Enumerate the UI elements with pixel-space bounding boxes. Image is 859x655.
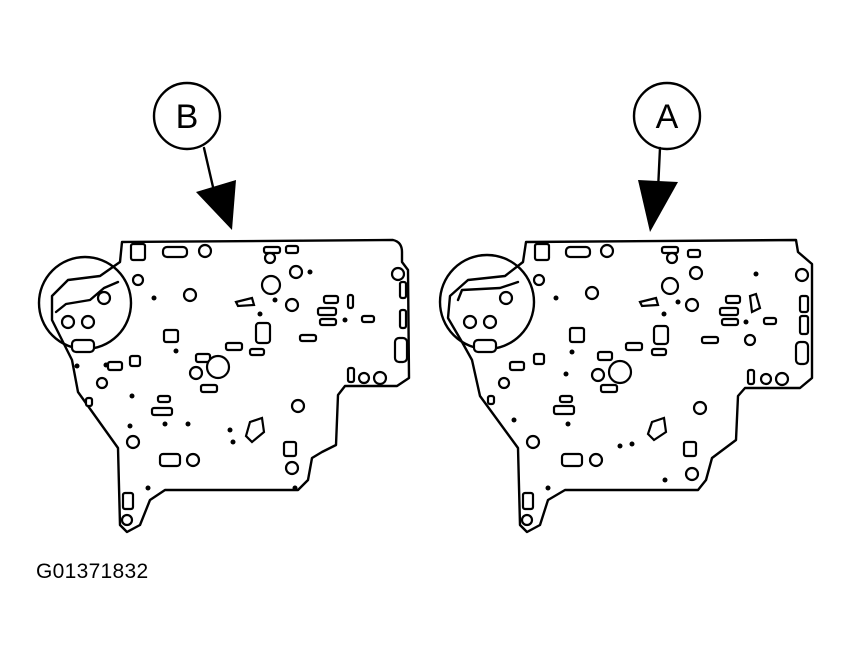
plate-outline-a	[446, 238, 814, 534]
plate-dots-b	[74, 269, 348, 491]
plate-holes-a	[462, 242, 810, 527]
callout-a-letter: A	[656, 98, 679, 136]
callout-b-letter: B	[176, 98, 199, 136]
detail-circle-a	[438, 253, 536, 351]
callout-b: B	[152, 81, 222, 151]
separator-plate-b: B	[37, 81, 411, 534]
callout-a: A	[632, 81, 702, 151]
arrow-a	[638, 146, 678, 232]
arrow-b	[196, 146, 236, 230]
figure-id-caption: G01371832	[36, 560, 149, 583]
separator-plate-a: A	[438, 81, 814, 534]
plate-holes-b	[60, 242, 409, 527]
plate-dots-a	[511, 271, 759, 491]
detail-contour-a	[456, 280, 520, 302]
detail-contour-b	[54, 280, 120, 314]
